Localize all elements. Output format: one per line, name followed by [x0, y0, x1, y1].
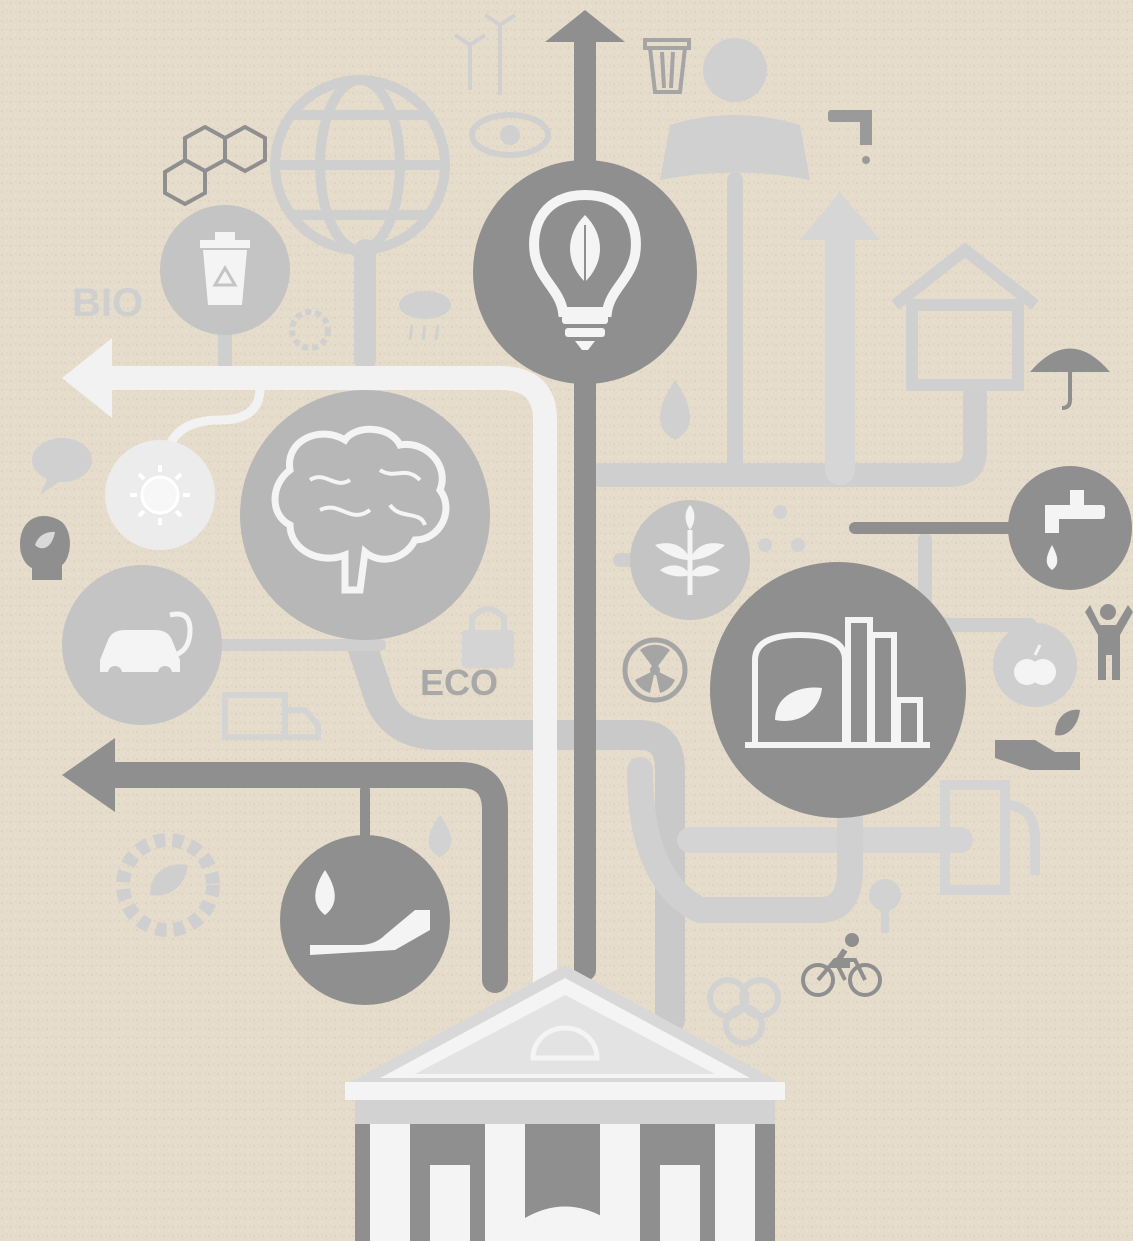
- hand-water-drop-icon: [280, 835, 450, 1005]
- drop-leaf-icon: [428, 815, 452, 857]
- brain-icon: [240, 390, 490, 640]
- plant-sprout-icon: [630, 500, 750, 620]
- speech-bubble-icon: [32, 438, 92, 495]
- umbrella-icon: [1030, 348, 1110, 410]
- bank-building-icon: [345, 965, 785, 1241]
- delivery-truck-icon: [222, 692, 321, 740]
- person-reading-icon: [660, 38, 810, 180]
- globe-icon: [270, 75, 450, 255]
- arrow-up-light-icon: [800, 192, 880, 240]
- leaf-hand-icon: [995, 709, 1080, 770]
- cloud-rain-icon: [399, 291, 451, 341]
- arrow-left-white-icon: [62, 338, 112, 418]
- network-people-icon: [758, 505, 805, 552]
- eye-icon: [469, 112, 551, 158]
- lightbulb-leaf-icon: [473, 160, 697, 384]
- sun-icon: [105, 440, 215, 550]
- water-tap-icon: [1008, 466, 1132, 590]
- eco-label: ECO: [420, 662, 498, 703]
- child-icon: [1085, 604, 1133, 680]
- trash-bin-icon: [643, 38, 691, 94]
- apple-icon: [993, 623, 1077, 707]
- bicycle-icon: [801, 933, 882, 997]
- leaf-drop-icon: [660, 380, 690, 440]
- arrow-up-icon: [545, 10, 625, 42]
- eco-house-icon: [891, 242, 1039, 391]
- recycle-bin-icon: [160, 205, 290, 335]
- gear-small-icon: [289, 309, 331, 351]
- honeycomb-icon: [707, 977, 781, 1046]
- fuel-pump-icon: [940, 780, 1040, 895]
- radiation-icon: [622, 637, 688, 703]
- molecule-icon: [163, 124, 267, 207]
- head-leaf-icon: [20, 515, 70, 580]
- factory-leaf-icon: [710, 562, 966, 818]
- water-faucet-icon: [828, 110, 872, 164]
- lock-recycle-icon: [462, 606, 514, 668]
- electric-car-icon: [62, 565, 222, 725]
- bio-label: BIO: [72, 281, 143, 325]
- arrow-left-dark-icon: [62, 738, 115, 812]
- flower-icon: [869, 879, 901, 933]
- wind-turbine-icon: [453, 13, 517, 95]
- gear-leaf-icon: [116, 833, 220, 937]
